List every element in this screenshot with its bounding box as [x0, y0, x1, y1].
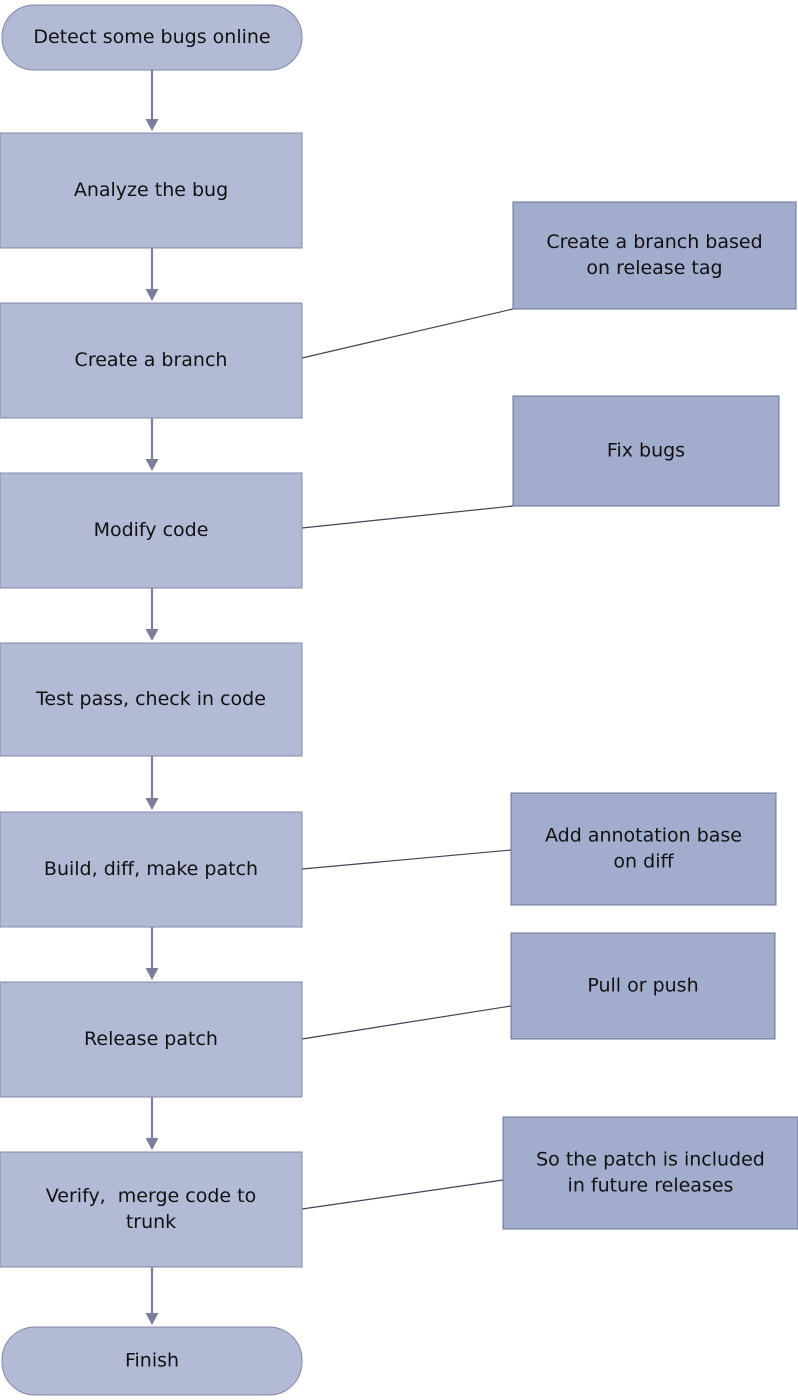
annotation-annotation-fix-bugs[interactable]: Fix bugs [512, 395, 780, 507]
process-shape [0, 981, 303, 1098]
node-build-diff-patch[interactable]: Build, diff, make patch [0, 811, 303, 928]
flow-arrow-test-to-build [145, 756, 159, 810]
process-shape [0, 472, 303, 589]
annotation-shape [512, 201, 797, 310]
flow-arrow-start-to-analyze [145, 70, 159, 131]
arrow-head [145, 289, 159, 301]
flow-arrow-branch-to-modify [145, 418, 159, 471]
annotation-shape [512, 395, 780, 507]
flow-arrow-build-to-release [145, 927, 159, 980]
node-release-patch[interactable]: Release patch [0, 981, 303, 1098]
arrow-head [145, 968, 159, 980]
connector-modify-to-fix-bugs [301, 505, 514, 529]
node-create-branch[interactable]: Create a branch [0, 302, 303, 419]
process-shape [0, 302, 303, 419]
node-finish[interactable]: Finish [1, 1326, 303, 1396]
connector-branch-to-release-tag [301, 308, 514, 359]
terminator-shape [1, 4, 303, 71]
arrow-head [145, 459, 159, 471]
arrow-head [145, 629, 159, 641]
connector-release-to-pull-push [301, 1005, 512, 1040]
connector-build-to-add-annotation [301, 849, 512, 870]
arrow-head [145, 1313, 159, 1325]
arrow-head [145, 1138, 159, 1150]
node-modify-code[interactable]: Modify code [0, 472, 303, 589]
connector-verify-to-future [301, 1179, 504, 1210]
node-start[interactable]: Detect some bugs online [1, 4, 303, 71]
flow-arrow-analyze-to-branch [145, 248, 159, 301]
process-shape [0, 1151, 303, 1268]
annotation-shape [510, 792, 777, 906]
process-shape [0, 642, 303, 757]
arrow-head [145, 798, 159, 810]
node-test-checkin[interactable]: Test pass, check in code [0, 642, 303, 757]
process-shape [0, 132, 303, 249]
terminator-shape [1, 1326, 303, 1396]
arrow-head [145, 119, 159, 131]
flow-arrow-modify-to-test [145, 588, 159, 641]
annotation-shape [510, 932, 776, 1040]
flow-arrow-release-to-verify [145, 1097, 159, 1150]
annotation-shape [502, 1116, 798, 1230]
node-analyze[interactable]: Analyze the bug [0, 132, 303, 249]
annotation-annotation-pull-push[interactable]: Pull or push [510, 932, 776, 1040]
process-shape [0, 811, 303, 928]
flow-arrow-verify-to-finish [145, 1267, 159, 1325]
